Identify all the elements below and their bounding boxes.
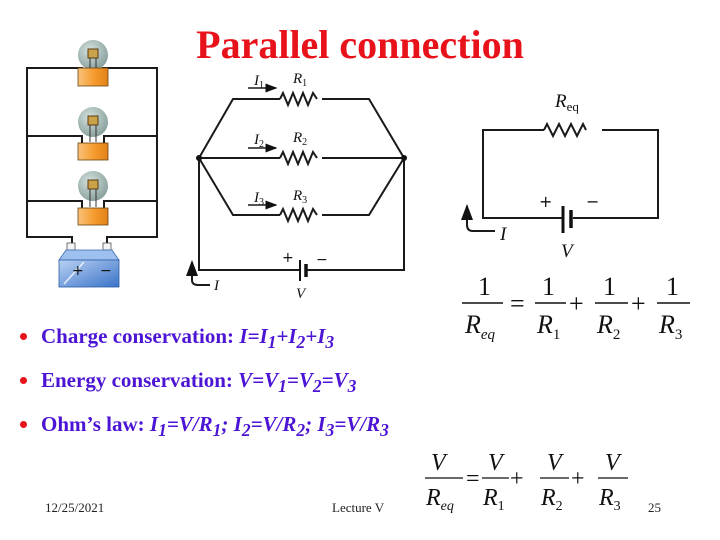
svg-text:V: V	[547, 450, 564, 476]
label-i1: I1	[253, 73, 264, 91]
resistor-r1	[279, 90, 318, 108]
battery-minus-label: −	[100, 263, 112, 279]
bullet-label: Energy conservation:	[41, 368, 239, 392]
battery-icon: + −	[58, 242, 120, 288]
bullet-label: Ohm’s law:	[41, 412, 150, 436]
battery-cell-icon	[561, 206, 573, 233]
label-total-current: I	[213, 278, 220, 294]
formula-voltage: V Req = V R1 + V R2 + V R3	[425, 450, 628, 514]
bulb-icon	[77, 171, 109, 226]
svg-text:1: 1	[542, 272, 555, 301]
svg-text:1: 1	[603, 272, 616, 301]
svg-text:R2: R2	[596, 310, 620, 343]
footer-page-number: 25	[648, 500, 661, 515]
parallel-circuit-wires	[186, 83, 405, 286]
svg-text:+: +	[569, 289, 584, 318]
bullet-charge-conservation: Charge conservation: I=I1+I2+I3	[14, 314, 534, 358]
slide-title: Parallel connection	[196, 22, 524, 67]
battery-cell-icon	[299, 260, 308, 281]
label-plus: +	[282, 250, 294, 266]
svg-text:V: V	[431, 450, 448, 476]
resistor-req	[543, 121, 587, 139]
bulb-icon	[77, 107, 109, 161]
svg-text:=: =	[466, 466, 480, 492]
svg-text:+: +	[631, 289, 646, 318]
footer-title: Lecture V	[332, 500, 385, 515]
bullet-energy-conservation: Energy conservation: V=V1=V2=V3	[14, 358, 534, 402]
svg-text:R1: R1	[536, 310, 560, 343]
label-eq-voltage: V	[561, 241, 575, 262]
bullet-equation: I=I1+I2+I3	[239, 324, 335, 353]
label-r1: R1	[292, 71, 307, 89]
label-req: Req	[554, 91, 579, 114]
label-r2: R2	[292, 130, 307, 148]
svg-text:R3: R3	[658, 310, 682, 343]
equivalent-circuit-wires	[461, 121, 659, 232]
formula-reciprocal: 1 Req = 1 R1 + 1 R2 + 1 R3	[462, 272, 690, 343]
label-eq-plus: +	[539, 192, 552, 211]
bullet-label: Charge conservation:	[41, 324, 240, 348]
label-r3: R3	[292, 188, 307, 206]
label-i3: I3	[253, 190, 264, 208]
svg-text:R3: R3	[598, 485, 621, 514]
svg-text:R1: R1	[482, 485, 505, 514]
label-minus: −	[316, 252, 328, 268]
svg-text:1: 1	[478, 272, 491, 301]
resistor-r2	[279, 149, 318, 167]
svg-text:+: +	[571, 466, 585, 492]
resistor-r3	[279, 206, 318, 224]
svg-text:R2: R2	[540, 485, 563, 514]
bullet-list: Charge conservation: I=I1+I2+I3 Energy c…	[14, 314, 534, 446]
svg-text:V: V	[605, 450, 622, 476]
svg-text:Req: Req	[464, 310, 496, 343]
bullet-marker	[20, 332, 27, 340]
footer-date: 12/25/2021	[45, 500, 105, 515]
label-i2: I2	[253, 132, 264, 150]
bulb-icon	[77, 40, 109, 87]
svg-text:+: +	[510, 466, 524, 492]
battery-plus-label: +	[72, 263, 84, 279]
bullet-marker	[20, 376, 27, 384]
bullet-equation: I1=V/R1; I2=V/R2; I3=V/R3	[149, 412, 389, 441]
bullet-marker	[20, 420, 27, 428]
svg-text:1: 1	[666, 272, 679, 301]
bullet-ohms-law: Ohm’s law: I1=V/R1; I2=V/R2; I3=V/R3	[14, 402, 534, 446]
label-eq-current: I	[499, 224, 508, 245]
svg-text:V: V	[488, 450, 505, 476]
svg-text:Req: Req	[425, 485, 454, 514]
bullet-equation: V=V1=V2=V3	[238, 368, 357, 397]
bulb-circuit	[26, 67, 158, 246]
label-voltage: V	[296, 286, 307, 302]
label-eq-minus: −	[586, 192, 599, 211]
svg-text:=: =	[510, 289, 525, 318]
